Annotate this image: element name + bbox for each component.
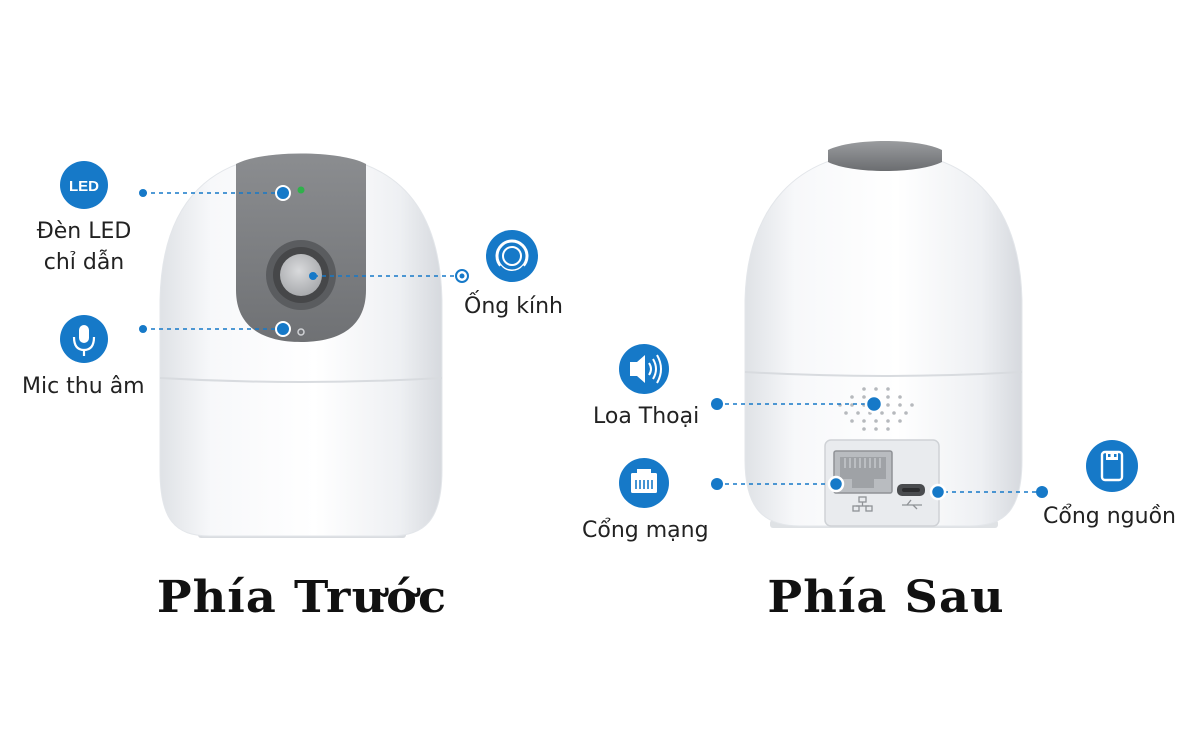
status-led [297,186,305,194]
grille-hole [904,411,908,415]
grille-hole [850,395,854,399]
power-target-dot [929,483,947,501]
grille-hole [886,387,890,391]
power-callout-dot [1036,486,1048,498]
led-label-line1: Đèn LED [36,219,132,244]
power-label: Cổng nguồn [1043,504,1176,529]
lens-target-dot [309,272,317,280]
grille-hole [898,403,902,407]
front-seam-line [159,377,443,383]
speaker-target-dot [864,394,884,414]
led-label-line2: chỉ dẫn [43,250,125,275]
grille-hole [886,403,890,407]
front-camera [159,153,443,538]
back-callouts [717,403,1040,493]
microphone-icon [60,315,108,363]
back-camera [744,141,1023,528]
front-camera-body [159,153,443,537]
grille-hole [886,395,890,399]
ethernet-icon [619,458,669,508]
front-title: Phía Trước [156,572,448,623]
usb-icon [1086,440,1138,492]
led-target-dot [275,185,291,201]
grille-hole [886,427,890,431]
led-icon: LED [60,161,108,209]
back-top-cap-front [828,141,942,171]
lens-icon [486,230,538,282]
mic-target-dot [275,321,291,337]
led-callout-dot [139,189,147,197]
back-callout-dots [711,394,1048,501]
grille-hole [862,387,866,391]
grille-hole [862,427,866,431]
network-target-dot [827,475,845,493]
front-callouts [143,192,458,330]
grille-hole [898,419,902,423]
lens-label: Ống kính [464,294,563,319]
grille-hole [874,427,878,431]
speaker-callout-dot [711,398,723,410]
grille-hole [844,411,848,415]
grille-hole [874,387,878,391]
grille-hole [862,395,866,399]
front-callout-dots [139,185,469,337]
grille-hole [856,411,860,415]
usb-symbol [902,499,922,510]
network-callout-dot [711,478,723,490]
network-symbol [852,496,873,512]
grille-hole [880,411,884,415]
network-label: Cổng mạng [582,518,709,543]
grille-hole [892,411,896,415]
lens-callout-dot-inner [459,273,465,279]
grille-hole [898,395,902,399]
grille-hole [862,419,866,423]
mic-label: Mic thu âm [22,374,145,399]
grille-hole [874,419,878,423]
mic-callout-dot [139,325,147,333]
speaker-label: Loa Thoại [593,404,700,429]
grille-hole [886,419,890,423]
lens-glass [280,254,322,296]
speaker-icon [619,344,669,394]
grille-hole [910,403,914,407]
grille-hole [850,419,854,423]
grille-hole [850,403,854,407]
mic-hole [297,328,305,336]
led-icon-text: LED [69,178,99,195]
back-seam-line [744,371,1023,377]
back-title: Phía Sau [767,572,1005,623]
